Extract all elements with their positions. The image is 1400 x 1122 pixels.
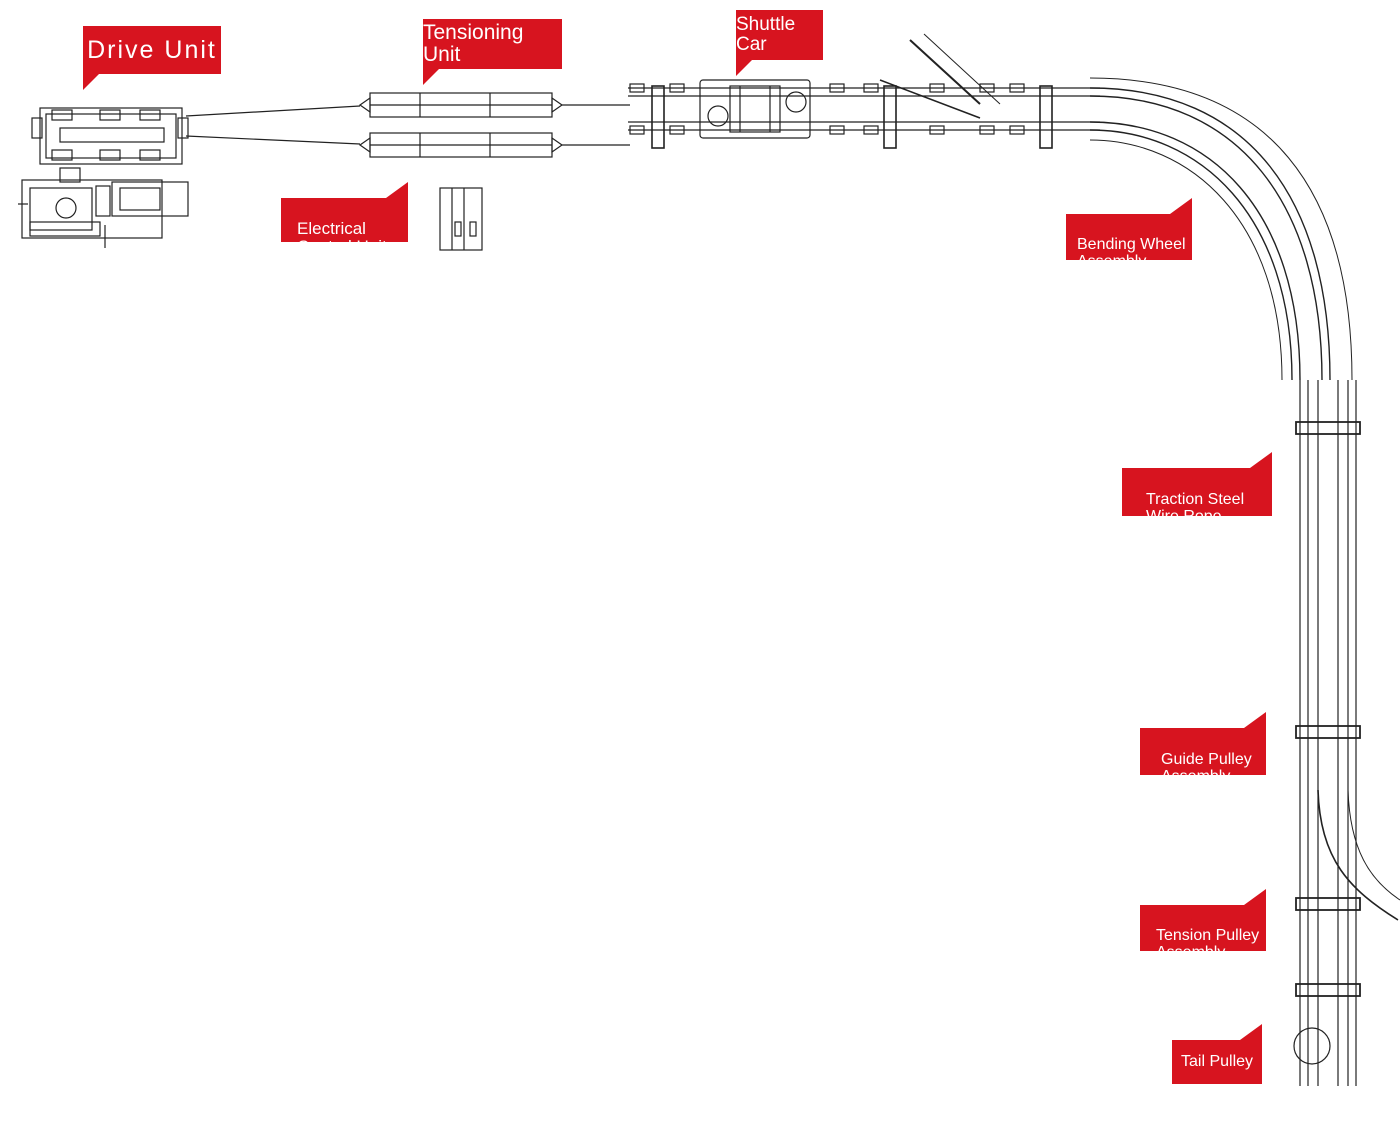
label-drive-unit: Drive Unit — [87, 35, 217, 64]
label-tensioning-unit: Tensioning Unit — [423, 20, 524, 66]
electrical-cabinet-drawing — [439, 187, 483, 251]
vertical-track — [1293, 380, 1400, 1086]
label-bending-wheel-assembly: Bending Wheel Assembly — [1077, 235, 1186, 270]
callout-shuttle-car: Shuttle Car — [736, 10, 823, 76]
bend-track — [1089, 77, 1353, 381]
callout-electrical-control-unit: Electrical Control Unit — [281, 182, 408, 255]
callout-drive-unit: Drive Unit — [83, 26, 221, 90]
drive-unit-drawing — [18, 107, 189, 248]
tensioning-unit-drawing — [358, 92, 564, 158]
callout-tail-pulley: Tail Pulley — [1172, 1024, 1262, 1084]
callout-tensioning-unit: Tensioning Unit — [423, 19, 562, 85]
label-electrical-control-unit: Electrical Control Unit — [297, 218, 387, 256]
callout-bending-wheel-assembly: Bending Wheel Assembly — [1066, 198, 1192, 269]
label-shuttle-car: Shuttle Car — [736, 14, 796, 55]
label-traction-steel-wire-rope: Traction Steel Wire Rope — [1146, 490, 1245, 525]
label-tail-pulley: Tail Pulley — [1180, 1052, 1254, 1070]
callout-tension-pulley-assembly: Tension Pulley Assembly — [1140, 889, 1266, 960]
callout-guide-pulley-assembly: Guide Pulley Assembly — [1140, 712, 1266, 784]
horizontal-track — [628, 33, 1100, 149]
callout-traction-steel-wire-rope: Traction Steel Wire Rope — [1122, 452, 1272, 524]
label-tension-pulley-assembly: Tension Pulley Assembly — [1156, 926, 1260, 961]
shuttle-car-drawing — [699, 79, 811, 139]
label-guide-pulley-assembly: Guide Pulley Assembly — [1161, 750, 1252, 785]
